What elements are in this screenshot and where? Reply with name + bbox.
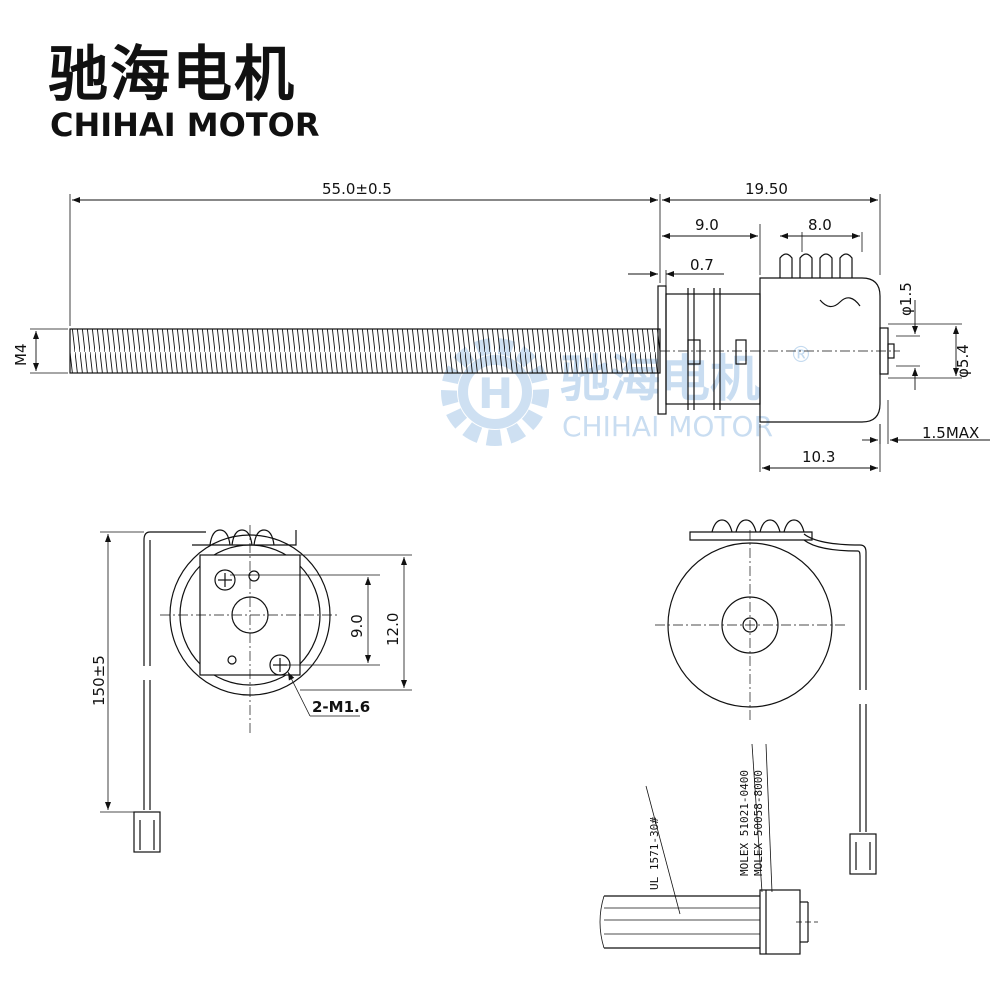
dim-screws: 2-M1.6 (312, 698, 370, 716)
dim-screw-thread: M4 (12, 344, 30, 367)
side-view (30, 194, 990, 472)
lead-wire-front (143, 531, 206, 666)
dim-gearbox-length: 9.0 (695, 216, 719, 234)
brand-name-cn: 驰海电机 (48, 40, 296, 110)
connector-rear (849, 833, 877, 875)
dim-wire-length: 150±5 (90, 655, 108, 706)
label-wire-spec: UL 1571-30# (648, 817, 661, 890)
dim-can-length: 10.3 (802, 448, 835, 466)
svg-text:H: H (478, 369, 513, 418)
screw-head-top (214, 569, 236, 591)
watermark-registered: ® (790, 343, 812, 368)
lead-wire-rear (803, 533, 867, 690)
connector-front (133, 811, 161, 853)
label-connector-1: MOLEX 51021-0400 (738, 770, 751, 876)
dim-shaft-diameter: φ1.5 (897, 282, 915, 316)
terminals (779, 253, 853, 278)
rear-view (599, 519, 877, 955)
brand-name-en: CHIHAI MOTOR (50, 106, 320, 144)
dim-hole-pitch: 9.0 (348, 614, 366, 638)
lead-screw (69, 328, 661, 374)
dim-coil-length: 8.0 (808, 216, 832, 234)
dim-body-total: 19.50 (745, 180, 788, 198)
dim-screw-length: 55.0±0.5 (322, 180, 392, 198)
connector-detail (599, 743, 818, 955)
front-view (100, 525, 412, 853)
dim-boss-diameter: φ5.4 (954, 344, 972, 378)
watermark-name-en: CHIHAI MOTOR (562, 410, 773, 443)
motor-can (759, 277, 881, 423)
dim-plate-height: 12.0 (384, 613, 402, 646)
dim-flange-thickness: 0.7 (690, 256, 714, 274)
label-connector-2: MOLEX 50058-8000 (752, 770, 765, 876)
rear-terminal-bar (689, 531, 813, 541)
dim-boss-length: 1.5MAX (922, 424, 979, 442)
